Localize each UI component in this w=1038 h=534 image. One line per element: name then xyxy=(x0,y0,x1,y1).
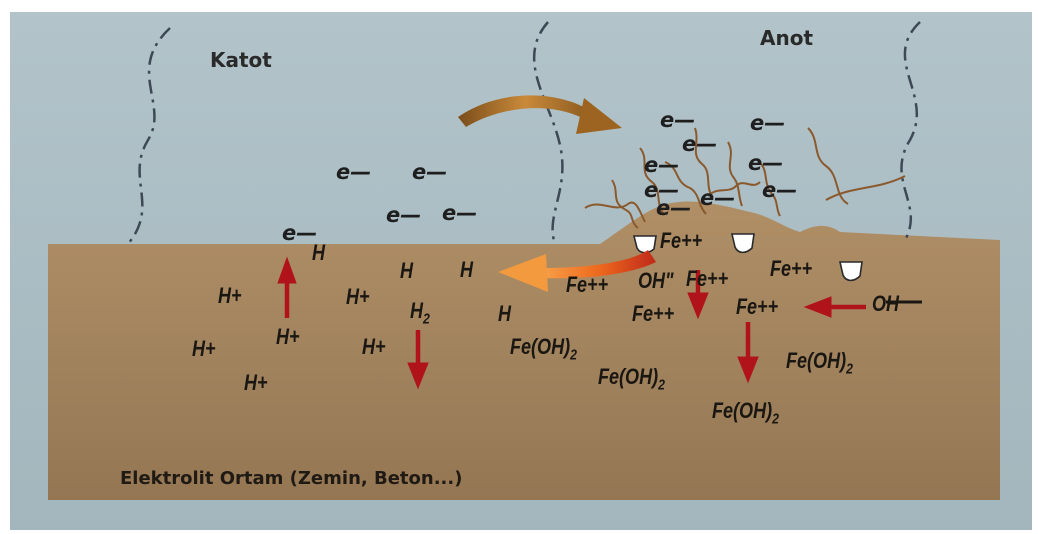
electron-label: e— xyxy=(386,205,421,226)
hydrogen-ion-label: H+ xyxy=(192,338,216,360)
iron-hydroxide-label: Fe(OH)2 xyxy=(510,336,577,362)
electron-label: e— xyxy=(762,180,797,201)
hydrogen-ion-label: H+ xyxy=(346,286,370,308)
hydroxide-ion-label: OH" xyxy=(638,270,674,292)
iron-ion-label: Fe++ xyxy=(686,268,728,290)
iron-hydroxide-label: Fe(OH)2 xyxy=(598,366,665,392)
electron-label: e— xyxy=(656,198,691,219)
electron-label: e— xyxy=(442,203,477,224)
electron-label: e— xyxy=(412,162,447,183)
anode-label: Anot xyxy=(760,28,813,48)
hydrogen-atom-label: H xyxy=(312,242,325,264)
iron-ion-label: Fe++ xyxy=(660,230,702,252)
hydrogen-atom-label: H xyxy=(400,260,413,282)
hydrogen-ion-label: H+ xyxy=(276,326,300,348)
iron-hydroxide-label: Fe(OH)2 xyxy=(712,400,779,426)
electron-label: e— xyxy=(750,113,785,134)
hydrogen-molecule-label: H2 xyxy=(410,300,430,326)
electron-label: e— xyxy=(700,188,735,209)
hydroxide-charge-dash xyxy=(884,297,924,307)
electron-label: e— xyxy=(682,134,717,155)
electrolyte-label: Elektrolit Ortam (Zemin, Beton...) xyxy=(120,470,462,488)
iron-ion-label: Fe++ xyxy=(736,296,778,318)
cathode-label: Katot xyxy=(210,50,272,70)
electron-label: e— xyxy=(336,162,371,183)
hydrogen-atom-label: H xyxy=(498,303,511,325)
hydrogen-atom-label: H xyxy=(460,259,473,281)
hydrogen-ion-label: H+ xyxy=(218,285,242,307)
iron-ion-label: Fe++ xyxy=(566,274,608,296)
hydrogen-ion-label: H+ xyxy=(362,336,386,358)
electron-label: e— xyxy=(644,155,679,176)
electron-label: e— xyxy=(748,153,783,174)
iron-hydroxide-label: Fe(OH)2 xyxy=(786,350,853,376)
hydrogen-ion-label: H+ xyxy=(244,372,268,394)
electron-label: e— xyxy=(660,110,695,131)
iron-ion-label: Fe++ xyxy=(632,303,674,325)
iron-ion-label: Fe++ xyxy=(770,258,812,280)
